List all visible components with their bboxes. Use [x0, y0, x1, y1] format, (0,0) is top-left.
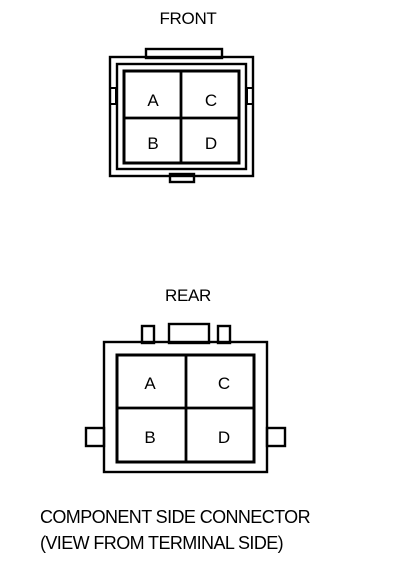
front-bottom-key	[168, 172, 196, 184]
rear-right-lock-tab	[265, 426, 287, 448]
rear-cavity-d: D	[218, 428, 230, 447]
rear-cavity-c: C	[218, 374, 230, 393]
rear-left-lock-tab	[84, 426, 106, 448]
front-housing-outer	[108, 55, 255, 178]
front-cavity-a: A	[147, 91, 159, 110]
caption-title: COMPONENT SIDE CONNECTOR	[40, 507, 311, 527]
rear-housing-outer	[102, 340, 269, 474]
rear-cavity-b: B	[144, 428, 155, 447]
rear-cavity-a: A	[144, 374, 156, 393]
front-cavity-d: D	[205, 134, 217, 153]
rear-top-tab-left	[140, 324, 156, 345]
rear-view-title: REAR	[164, 286, 212, 305]
front-connector	[108, 47, 255, 184]
front-left-notch	[109, 87, 117, 105]
front-housing-wall	[115, 62, 248, 171]
caption-subtitle: (VIEW FROM TERMINAL SIDE)	[40, 533, 284, 553]
rear-connector	[84, 322, 287, 474]
front-cavity-b: B	[147, 134, 158, 153]
rear-top-tab-center	[167, 322, 211, 345]
front-cavity-c: C	[205, 91, 217, 110]
front-view-title: FRONT	[159, 9, 217, 28]
front-right-notch	[246, 87, 254, 105]
rear-top-tab-right	[216, 324, 232, 345]
